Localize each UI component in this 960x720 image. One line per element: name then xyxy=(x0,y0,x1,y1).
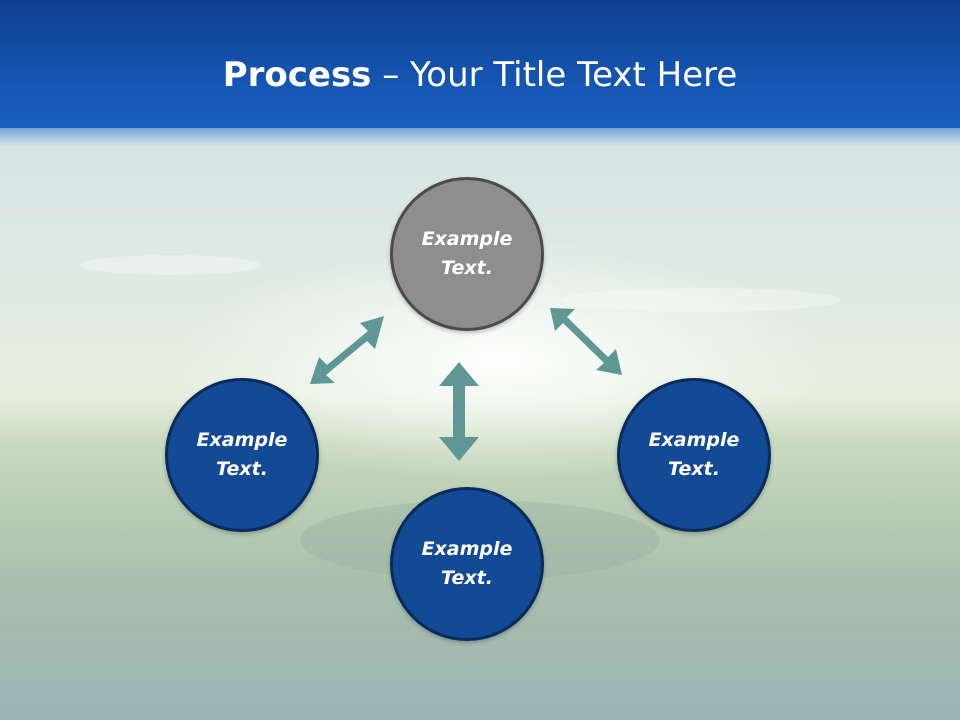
process-node-left: Example Text. xyxy=(165,378,319,532)
node-text-line1: Example xyxy=(422,535,513,564)
node-text-line2: Text. xyxy=(668,455,720,484)
process-node-top: Example Text. xyxy=(390,177,544,331)
double-arrow-icon xyxy=(550,308,622,375)
process-node-bottom: Example Text. xyxy=(390,487,544,641)
node-text-line1: Example xyxy=(649,426,740,455)
process-node-right: Example Text. xyxy=(617,378,771,532)
double-arrow-icon xyxy=(439,362,479,461)
node-text-line1: Example xyxy=(422,225,513,254)
double-arrow-icon xyxy=(310,316,384,384)
node-text-line1: Example xyxy=(197,426,288,455)
node-text-line2: Text. xyxy=(441,254,493,283)
node-text-line2: Text. xyxy=(441,564,493,593)
node-text-line2: Text. xyxy=(216,455,268,484)
